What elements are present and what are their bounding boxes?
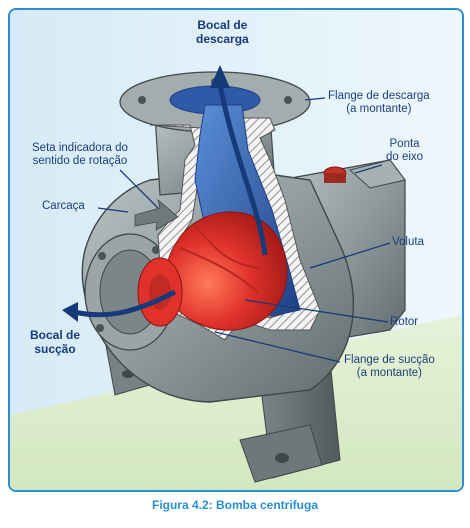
label-rotation-arrow: Seta indicadora do sentido de rotação bbox=[32, 142, 128, 167]
label-impeller: Rotor bbox=[390, 316, 419, 328]
label-casing: Carcaça bbox=[42, 200, 85, 212]
label-suction-nozzle: Bocal de sucção bbox=[30, 328, 81, 356]
label-suction-flange: Flange de sucção (a montante) bbox=[344, 354, 435, 379]
pump-illustration bbox=[62, 65, 406, 483]
flow-arrows bbox=[62, 65, 268, 322]
label-shaft-end: Ponta do eixo bbox=[386, 138, 424, 163]
rotation-arrow-icon bbox=[134, 198, 179, 231]
label-discharge-flange: Flange de descarga (a montante) bbox=[328, 90, 430, 115]
figure-caption: Figura 4.2: Bomba centrifuga bbox=[151, 498, 319, 512]
leader-lines bbox=[97, 97, 391, 363]
impeller bbox=[137, 211, 288, 331]
label-discharge-nozzle: Bocal de descarga bbox=[196, 18, 249, 46]
label-volute: Voluta bbox=[392, 236, 424, 248]
figure-frame: Bocal de descarga Flange de descarga (a … bbox=[8, 8, 464, 492]
